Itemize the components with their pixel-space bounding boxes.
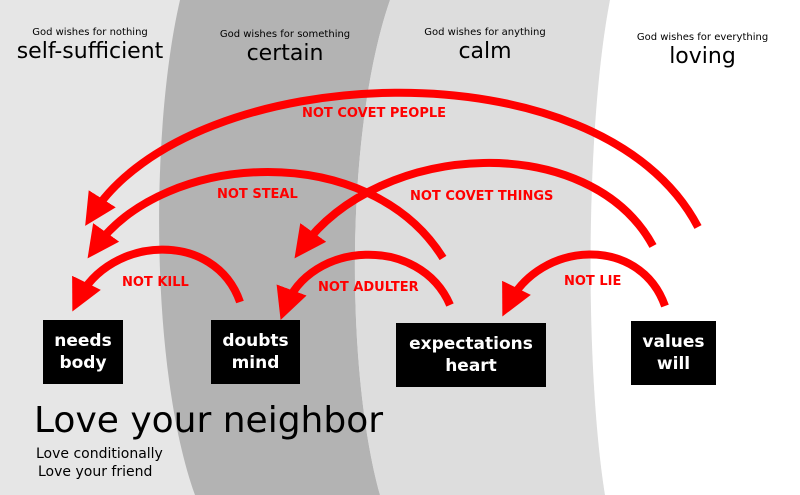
arrow-not-steal bbox=[87, 168, 447, 261]
box-expectations-heart: expectations heart bbox=[396, 323, 546, 387]
box-values-will: values will bbox=[631, 321, 716, 385]
column-header-calm: God wishes for anything calm bbox=[400, 27, 570, 65]
box-line: mind bbox=[231, 353, 280, 373]
subtitle-line-1: Love conditionally bbox=[36, 446, 163, 462]
arrow-not-covet-people bbox=[85, 88, 702, 229]
label-not-covet-people: NOT COVET PEOPLE bbox=[302, 106, 447, 121]
box-line: heart bbox=[445, 356, 497, 376]
label-not-lie: NOT LIE bbox=[564, 274, 622, 289]
box-needs-body: needs body bbox=[43, 320, 123, 384]
box-line: doubts bbox=[222, 331, 289, 351]
box-line: values bbox=[642, 332, 705, 352]
column-title: loving bbox=[669, 44, 736, 69]
label-not-kill: NOT KILL bbox=[122, 275, 189, 290]
column-header-self-sufficient: God wishes for nothing self-sufficient bbox=[5, 27, 175, 65]
box-doubts-mind: doubts mind bbox=[211, 320, 300, 384]
box-line: will bbox=[656, 354, 691, 374]
column-subtitle: God wishes for nothing bbox=[32, 27, 148, 38]
column-header-certain: God wishes for something certain bbox=[200, 29, 370, 67]
arrow-not-covet-things bbox=[294, 159, 657, 259]
column-header-loving: God wishes for everything loving bbox=[615, 32, 790, 70]
label-not-adulter: NOT ADULTER bbox=[318, 280, 419, 295]
column-title: certain bbox=[246, 41, 324, 66]
main-title: Love your neighbor bbox=[34, 400, 384, 441]
arrow-not-lie bbox=[502, 250, 669, 317]
column-title: calm bbox=[458, 39, 512, 64]
arrow-not-kill bbox=[72, 245, 244, 312]
column-subtitle: God wishes for everything bbox=[636, 32, 769, 43]
box-line: body bbox=[59, 353, 107, 373]
column-subtitle: God wishes for something bbox=[219, 29, 351, 40]
subtitle-line-2: Love your friend bbox=[38, 464, 153, 480]
label-not-steal: NOT STEAL bbox=[217, 187, 298, 202]
box-line: needs bbox=[54, 331, 112, 351]
box-line: expectations bbox=[409, 334, 533, 354]
arrow-not-adulter bbox=[276, 250, 454, 321]
label-not-covet-things: NOT COVET THINGS bbox=[410, 189, 554, 204]
column-subtitle: God wishes for anything bbox=[424, 27, 546, 38]
column-title: self-sufficient bbox=[16, 39, 164, 64]
